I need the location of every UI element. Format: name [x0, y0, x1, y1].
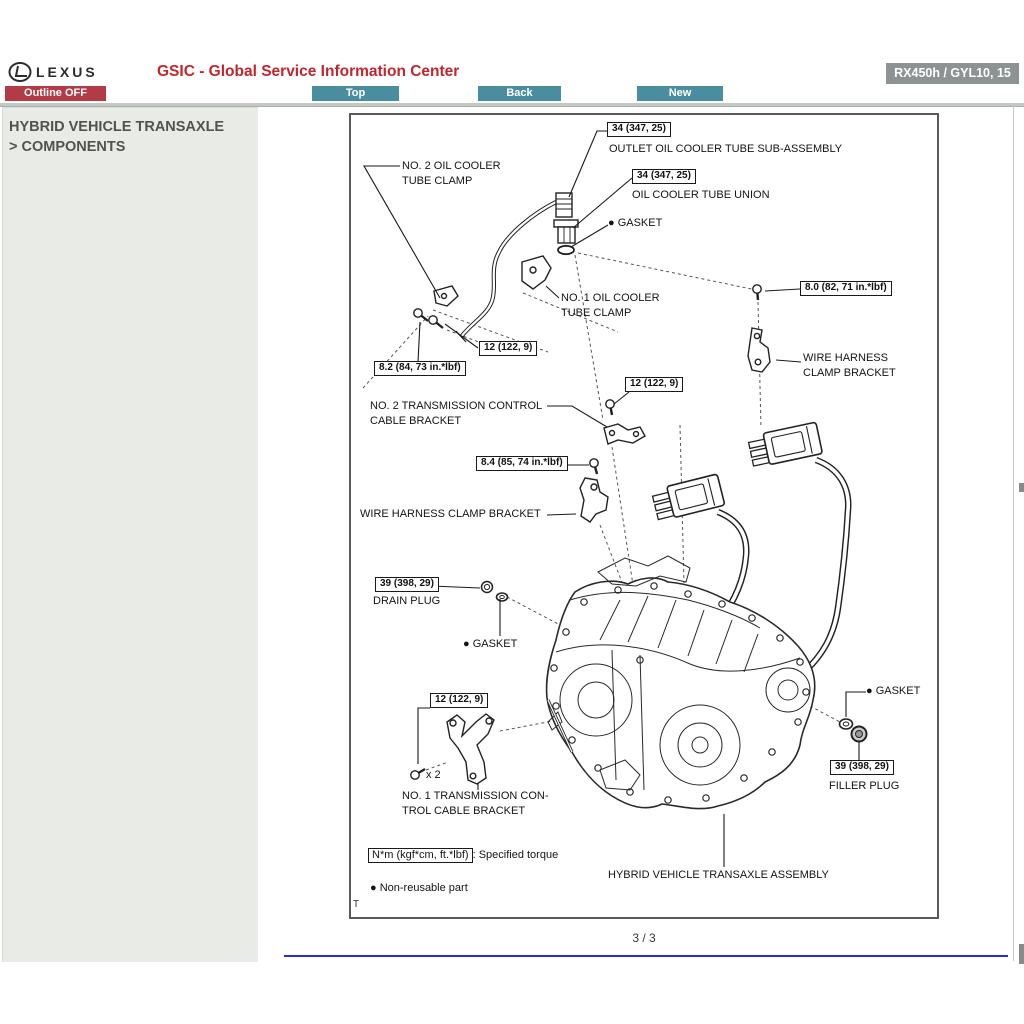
svg-text:LEXUS: LEXUS: [36, 64, 98, 80]
no2-transmission-cable-bracket: [603, 423, 646, 445]
content-right-border: [1013, 106, 1014, 961]
legend-torque-box: N*m (kgf*cm, ft.*lbf): [368, 848, 473, 863]
header-divider: [0, 103, 1024, 107]
bolts: [410, 284, 762, 780]
app-title: GSIC - Global Service Information Center: [157, 63, 460, 80]
part-label: OUTLET OIL COOLER TUBE SUB-ASSEMBLY: [609, 143, 843, 155]
part-label: DRAIN PLUG: [373, 595, 441, 607]
outline-off-button[interactable]: Outline OFF: [5, 86, 106, 101]
torque-spec-box: 34 (347, 25): [607, 122, 671, 137]
wire-harness-clamp-bracket-right: [747, 327, 771, 373]
model-badge: RX450h / GYL10, 15: [886, 63, 1019, 84]
label-leader-lines: [363, 130, 866, 867]
legend-non-reusable: ● Non-reusable part: [370, 882, 468, 894]
torque-spec-box: 34 (347, 25): [632, 169, 696, 184]
torque-spec-box: 12 (122, 9): [430, 693, 489, 708]
lexus-logo-icon: LEXUS: [8, 62, 98, 82]
back-button[interactable]: Back: [478, 86, 561, 101]
header-bar: LEXUS GSIC - Global Service Information …: [0, 0, 1024, 107]
part-label: NO. 1 TRANSMISSION CON- TROL CABLE BRACK…: [402, 790, 549, 817]
page-title-line2: > COMPONENTS: [9, 138, 126, 155]
sidebar-panel: HYBRID VEHICLE TRANSAXLE > COMPONENTS: [2, 107, 258, 962]
wire-harness-clamp-bracket-left: [579, 477, 609, 523]
part-label: NO. 2 TRANSMISSION CONTROL CABLE BRACKET: [370, 400, 543, 427]
page-title-line1: HYBRID VEHICLE TRANSAXLE: [9, 119, 225, 135]
scrollbar-mark-bottom: [1019, 944, 1024, 964]
legend-torque-suffix: : Specified torque: [472, 849, 559, 861]
new-button[interactable]: New: [637, 86, 723, 101]
no1-oil-cooler-tube-clamp: [521, 255, 552, 290]
part-label: NO. 1 OIL COOLER TUBE CLAMP: [561, 292, 660, 319]
gasket-ring-union: [557, 244, 575, 256]
page-indicator: 3 / 3: [632, 931, 656, 945]
torque-spec-box: 8.4 (85, 74 in.*lbf): [476, 456, 568, 471]
torque-spec-box: 39 (398, 29): [375, 577, 439, 592]
torque-spec-box: 8.2 (84, 73 in.*lbf): [374, 361, 466, 376]
torque-spec-box: 39 (398, 29): [830, 760, 894, 775]
part-label: x 2: [426, 769, 441, 781]
part-label: OIL COOLER TUBE UNION: [632, 189, 770, 201]
part-label: NO. 2 OIL COOLER TUBE CLAMP: [402, 160, 501, 187]
part-label: ● GASKET: [866, 685, 921, 697]
torque-spec-box: 12 (122, 9): [625, 377, 684, 392]
frame-corner-mark: T: [353, 899, 360, 910]
part-label: ● GASKET: [608, 217, 663, 229]
drain-plug-part: [480, 580, 509, 602]
outlet-oil-cooler-tube-fitting: [555, 192, 573, 218]
top-button[interactable]: Top: [312, 86, 399, 101]
part-label: ● GASKET: [463, 638, 518, 650]
filler-plug-part: [838, 718, 868, 743]
no2-oil-cooler-tube-clamp: [433, 285, 459, 307]
scrollbar-mark-top: [1019, 483, 1024, 492]
transaxle-body: [545, 555, 816, 810]
no1-transmission-cable-bracket: [446, 713, 495, 785]
legend-torque: N*m (kgf*cm, ft.*lbf): Specified torque: [368, 848, 559, 863]
part-label: FILLER PLUG: [829, 780, 900, 792]
harness-connector-1: [651, 473, 725, 521]
harness-connector-2: [747, 421, 823, 467]
footer-divider: [284, 955, 1008, 957]
oil-cooler-tube-union: [553, 219, 579, 244]
part-label: HYBRID VEHICLE TRANSAXLE ASSEMBLY: [608, 869, 829, 881]
torque-spec-box: 12 (122, 9): [479, 341, 538, 356]
part-label: WIRE HARNESS CLAMP BRACKET: [803, 352, 896, 379]
part-label: WIRE HARNESS CLAMP BRACKET: [360, 508, 541, 520]
torque-spec-box: 8.0 (82, 71 in.*lbf): [800, 281, 892, 296]
page-title: HYBRID VEHICLE TRANSAXLE > COMPONENTS: [9, 118, 252, 157]
